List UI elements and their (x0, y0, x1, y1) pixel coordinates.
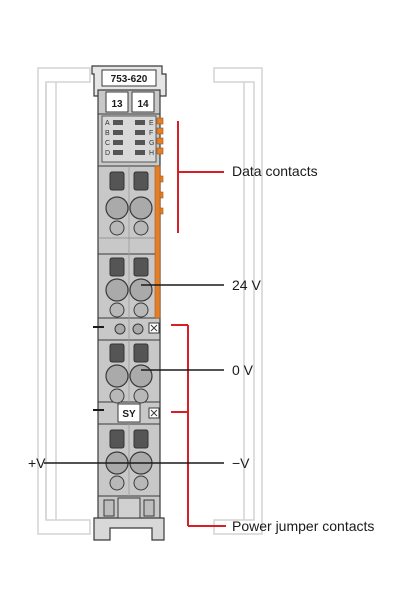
led-letter-c: C (105, 140, 110, 147)
callout-plus-v: +V (28, 455, 46, 471)
part-number-label: 753-620 (101, 69, 157, 87)
data-contacts-leader (177, 121, 224, 233)
terminal-number-13: 13 (111, 99, 123, 110)
ghost-module-outline (37, 67, 263, 535)
power-jumper-leader (171, 324, 226, 527)
voltage-leaders (44, 284, 224, 464)
terminal-number-14: 14 (137, 99, 149, 110)
led-letter-e: E (149, 120, 154, 127)
sy-marker-text: SY (122, 409, 136, 420)
data-contacts-strip (154, 117, 164, 319)
led-panel: A B C D E F G H (101, 115, 157, 163)
terminal-markers: 13 14 (105, 91, 155, 113)
led-letter-f: F (149, 130, 153, 137)
led-letter-b: B (105, 130, 110, 137)
led-letter-h: H (149, 150, 154, 157)
led-letter-a: A (105, 120, 110, 127)
led-letter-g: G (149, 140, 154, 147)
power-jumper-lower: SY (117, 403, 160, 423)
jumper-stubs-left (93, 326, 104, 411)
power-jumper-upper (114, 322, 160, 335)
terminal-block-3 (105, 343, 153, 404)
bottom-latch (103, 497, 155, 519)
callout-power-jumper-contacts: Power jumper contacts (232, 518, 374, 534)
part-number-text: 753-620 (111, 74, 148, 85)
terminal-block-1 (105, 171, 153, 236)
callout-data-contacts: Data contacts (232, 163, 318, 179)
callout-minus-v: −V (232, 455, 250, 471)
led-letter-d: D (105, 150, 110, 157)
callout-24v: 24 V (232, 277, 261, 293)
callout-0v: 0 V (232, 362, 254, 378)
